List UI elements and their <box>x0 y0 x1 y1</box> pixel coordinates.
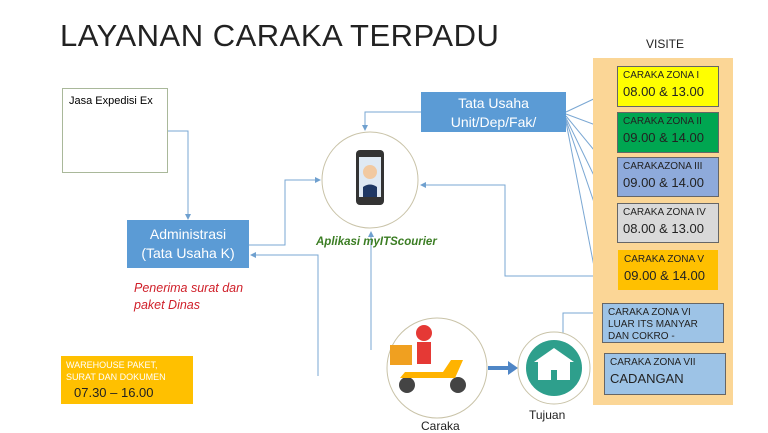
zone-6: CARAKA ZONA VI LUAR ITS MANYAR DAN COKRO… <box>602 303 724 343</box>
zone-time: 09.00 & 14.00 <box>624 268 705 283</box>
zone-2: CARAKA ZONA II 09.00 & 14.00 <box>617 112 719 153</box>
zone-7: CARAKA ZONA VII CADANGAN <box>604 353 726 395</box>
administrasi-box: Administrasi (Tata Usaha K) <box>127 220 249 268</box>
jasa-label: Jasa Expedisi Ex <box>69 95 153 107</box>
penerima-line2: paket Dinas <box>134 298 201 312</box>
page-title: LAYANAN CARAKA TERPADU <box>60 18 500 53</box>
tata-line1: Tata Usaha <box>458 95 529 111</box>
warehouse-time: 07.30 – 16.00 <box>74 385 154 400</box>
zone-name: CARAKA ZONA II <box>623 116 702 127</box>
zone-5: CARAKA ZONA V 09.00 & 14.00 <box>618 250 718 290</box>
penerima-note: Penerima surat dan paket Dinas <box>134 280 243 314</box>
aplikasi-label: Aplikasi myITScourier <box>316 236 437 248</box>
zone-3: CARAKAZONA III 09.00 & 14.00 <box>617 157 719 197</box>
warehouse-box: WAREHOUSE PAKET, SURAT DAN DOKUMEN 07.30 –… <box>61 356 193 404</box>
tujuan-label: Tujuan <box>529 408 566 422</box>
zone-1: CARAKA ZONA I 08.00 & 13.00 <box>617 66 719 107</box>
zone-time: 08.00 & 13.00 <box>623 221 704 236</box>
warehouse-line1: WAREHOUSE PAKET, <box>66 360 158 370</box>
zone-time: CADANGAN <box>610 371 684 386</box>
zone-time: 08.00 & 13.00 <box>623 84 704 99</box>
caraka-label: Caraka <box>421 419 460 433</box>
zone-name: CARAKA ZONA VII <box>610 357 696 368</box>
zone-name: CARAKA ZONA VI LUAR ITS MANYAR DAN COKRO… <box>608 307 698 342</box>
zone-time: 09.00 & 14.00 <box>623 130 704 145</box>
tata-line2: Unit/Dep/Fak/ <box>450 114 537 130</box>
courier-scooter-icon <box>390 325 466 393</box>
admin-line2: (Tata Usaha K) <box>141 245 235 261</box>
visite-label: VISITE <box>646 37 685 51</box>
penerima-line1: Penerima surat dan <box>134 281 244 295</box>
phone-icon <box>356 150 384 205</box>
zone-name: CARAKA ZONA IV <box>623 207 706 218</box>
jasa-expedisi-box: Jasa Expedisi Ex <box>62 88 168 173</box>
school-building-icon <box>526 340 582 396</box>
warehouse-line2: SURAT DAN DOKUMEN <box>66 372 166 382</box>
zone-name: CARAKA ZONA V <box>624 254 705 265</box>
zone-name: CARAKA ZONA I <box>623 70 700 81</box>
zone-name: CARAKAZONA III <box>623 161 703 172</box>
zone-time: 09.00 & 14.00 <box>623 175 704 190</box>
admin-line1: Administrasi <box>149 226 227 242</box>
zone-4: CARAKA ZONA IV 08.00 & 13.00 <box>617 203 719 243</box>
